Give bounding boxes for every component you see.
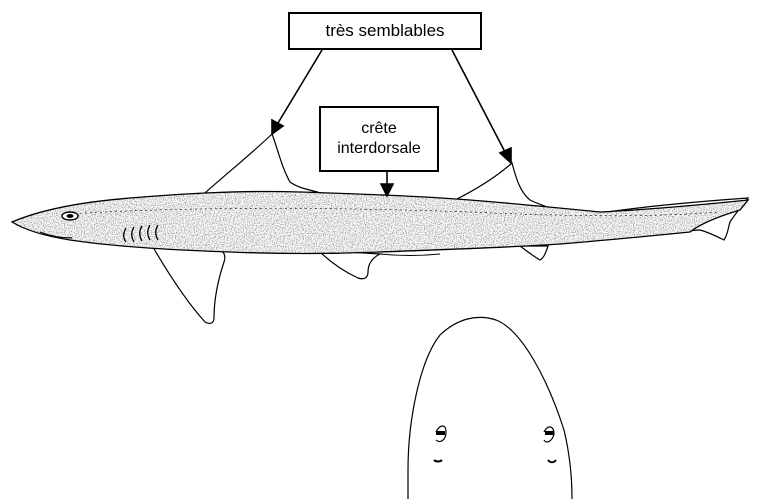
first-dorsal-fin — [205, 134, 318, 195]
snout-outline — [408, 317, 572, 499]
pelvic-fin — [318, 250, 380, 279]
arrowhead — [272, 120, 283, 134]
label-interdorsal-ridge-line2: interdorsale — [321, 139, 437, 159]
nostril-icon — [434, 426, 446, 462]
pectoral-fin — [150, 242, 225, 323]
head-ventral-view — [408, 317, 572, 499]
nostril-icon — [544, 427, 556, 462]
label-interdorsal-ridge: crête interdorsale — [319, 106, 439, 172]
label-very-similar: très semblables — [288, 12, 482, 50]
arrowhead — [500, 148, 511, 163]
label-interdorsal-ridge-line1: crête — [321, 119, 437, 139]
anal-fin — [520, 246, 548, 260]
arrowhead — [381, 184, 393, 196]
